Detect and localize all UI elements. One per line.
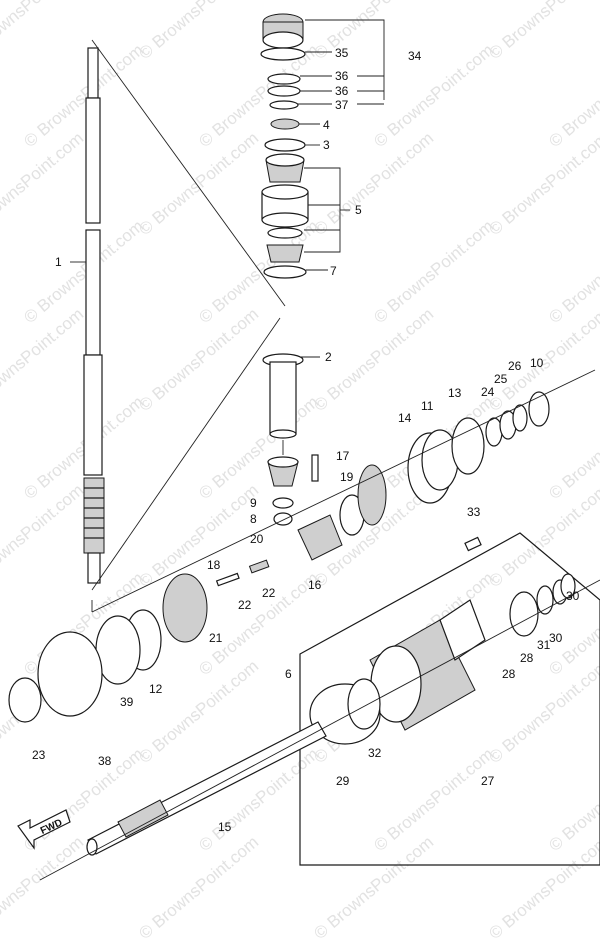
pinion-gear: [267, 456, 299, 487]
label-8: 8: [250, 512, 257, 526]
bolt-part-33: [464, 536, 482, 552]
pin-part-18: [215, 572, 240, 587]
label-18: 18: [207, 558, 221, 572]
label-30a: 30: [566, 589, 580, 603]
washer-part-9: [272, 497, 294, 509]
watermark-text: © BrownsPoint.com: [195, 392, 322, 503]
label-19: 19: [340, 470, 354, 484]
watermark-text: © BrownsPoint.com: [20, 40, 147, 151]
watermark-text: © BrownsPoint.com: [0, 832, 87, 943]
label-38: 38: [98, 754, 112, 768]
label-29: 29: [336, 774, 350, 788]
label-12: 12: [149, 682, 163, 696]
label-3: 3: [323, 138, 330, 152]
bearing-housing-part-38: [37, 631, 103, 717]
label-16: 16: [308, 578, 322, 592]
label-26: 26: [508, 359, 522, 373]
propeller-shaft-part-15: [86, 721, 327, 856]
drive-shaft-part: [83, 47, 105, 584]
reverse-gear-part-21: [162, 573, 208, 643]
watermark-text: © BrownsPoint.com: [370, 744, 497, 855]
leader-lines: [70, 19, 385, 358]
sleeve-part: [262, 353, 304, 455]
label-1: 1: [55, 255, 62, 269]
label-6: 6: [285, 667, 292, 681]
watermark-text: © BrownsPoint.com: [370, 216, 497, 327]
pin-part-17: [311, 454, 319, 482]
ring-part-26: [512, 404, 528, 432]
needle-bearing-part-28: [509, 591, 539, 637]
watermark-text: © BrownsPoint.com: [485, 480, 600, 591]
label-21: 21: [209, 631, 223, 645]
label-33: 33: [467, 505, 481, 519]
label-32: 32: [368, 746, 382, 760]
label-35: 35: [335, 46, 349, 60]
label-36a: 36: [335, 69, 349, 83]
label-23: 23: [32, 748, 46, 762]
watermark-text: © BrownsPoint.com: [0, 480, 87, 591]
label-10: 10: [530, 356, 544, 370]
bushing-part-23: [8, 677, 42, 723]
watermark-text: © BrownsPoint.com: [135, 656, 262, 767]
label-36b: 36: [335, 84, 349, 98]
watermark-text: © BrownsPoint.com: [0, 0, 87, 63]
label-4: 4: [323, 118, 330, 132]
label-27: 27: [481, 774, 495, 788]
label-22b: 22: [262, 586, 276, 600]
label-9: 9: [250, 496, 257, 510]
label-37: 37: [335, 98, 349, 112]
label-11: 11: [421, 399, 434, 413]
forward-gear: [357, 464, 387, 526]
watermark-text: © BrownsPoint.com: [20, 216, 147, 327]
watermark-text: © BrownsPoint.com: [485, 128, 600, 239]
label-5: 5: [355, 203, 362, 217]
label-17: 17: [336, 449, 350, 463]
watermark-text: © BrownsPoint.com: [370, 40, 497, 151]
label-39: 39: [120, 695, 134, 709]
watermark-text: © BrownsPoint.com: [195, 568, 322, 679]
seal-part-30b: [560, 573, 576, 599]
label-34: 34: [408, 49, 422, 63]
watermark-text: © BrownsPoint.com: [135, 0, 262, 63]
clutch-dog-part: [297, 514, 343, 561]
label-2: 2: [325, 350, 332, 364]
label-14: 14: [398, 411, 412, 425]
watermark-text: © BrownsPoint.com: [135, 480, 262, 591]
watermark-text: © BrownsPoint.com: [485, 832, 600, 943]
label-24: 24: [481, 385, 495, 399]
watermark-text: © BrownsPoint.com: [0, 128, 87, 239]
label-15: 15: [218, 820, 232, 834]
washer-part-10: [528, 391, 550, 427]
label-30b: 30: [549, 631, 563, 645]
watermark-text: © BrownsPoint.com: [0, 304, 87, 415]
spring-part-20: [248, 559, 270, 574]
watermark-text: © BrownsPoint.com: [485, 0, 600, 63]
label-31: 31: [537, 638, 551, 652]
label-20: 20: [250, 532, 264, 546]
label-25: 25: [494, 372, 508, 386]
shim-part-13: [451, 417, 485, 475]
watermark-text: © BrownsPoint.com: [135, 832, 262, 943]
watermark-text: © BrownsPoint.com: [135, 304, 262, 415]
propeller-shaft-housing-part-27: [299, 532, 600, 866]
label-13a: 13: [448, 386, 462, 400]
watermark-text: © BrownsPoint.com: [135, 128, 262, 239]
upper-bearing-stack: [260, 13, 309, 279]
label-22a: 22: [238, 598, 252, 612]
bearing-part-39: [95, 615, 141, 685]
label-7: 7: [330, 264, 337, 278]
label-28a: 28: [520, 651, 534, 665]
label-28b: 28: [502, 667, 516, 681]
watermark-text: © BrownsPoint.com: [310, 832, 437, 943]
